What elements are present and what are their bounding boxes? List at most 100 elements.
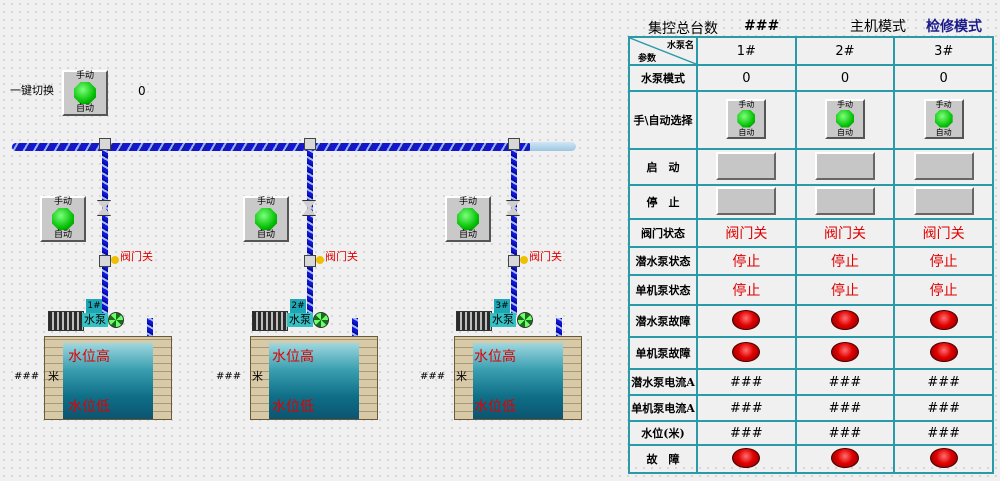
pump-label: 水泵 [287, 313, 313, 327]
main-header-pipe [12, 143, 532, 151]
water-fill [269, 343, 359, 419]
row-label: 单机泵状态 [628, 274, 698, 306]
cell-value: 阀门关 [893, 218, 994, 248]
host-mode-label: 主机模式 [850, 19, 906, 35]
fault-lamp-icon [830, 309, 859, 330]
switch-manual-label: 手动 [935, 99, 952, 109]
cell-value: 停止 [893, 246, 994, 276]
pump-3-manual-auto-button[interactable]: 手动 自动 [445, 196, 491, 242]
cell-button [794, 148, 896, 186]
start-pump-1-button[interactable] [716, 151, 777, 180]
riser-pipe [511, 150, 517, 315]
cell-indicator [893, 304, 994, 338]
cell-button [696, 184, 797, 220]
tee-fitting-icon [508, 138, 520, 150]
cell-value: ### [794, 420, 896, 446]
table-row-water-level: 水位(米) ### ### ### [628, 420, 994, 446]
column-header-pump-2: 2# [794, 36, 896, 66]
switch-auto-label: 自动 [935, 127, 952, 137]
pump-impeller-icon [313, 312, 329, 328]
cell-indicator [696, 336, 797, 370]
level-high-label: 水位高 [68, 349, 110, 365]
fault-lamp-icon [732, 309, 761, 330]
valve-status: 阀门关 [120, 250, 153, 263]
green-indicator-icon [74, 82, 96, 104]
fault-lamp-icon [929, 309, 958, 330]
pump-1-manual-auto-button[interactable]: 手动 自动 [40, 196, 86, 242]
discharge-pipe [147, 318, 153, 346]
table-row-pump-mode: 水泵模式 0 0 0 [628, 64, 994, 92]
check-valve-icon [302, 200, 316, 216]
one-key-switch-value: 0 [138, 84, 146, 98]
one-key-switch-label: 一键切换 [10, 84, 54, 97]
green-indicator-icon [934, 109, 953, 128]
cell-value: 停止 [794, 274, 896, 306]
cell-value: 0 [696, 64, 797, 92]
cell-value: ### [794, 368, 896, 396]
check-valve-icon [97, 200, 111, 216]
corner-diagonal [630, 38, 696, 64]
switch-auto-label: 自动 [53, 230, 72, 240]
cell-button [794, 184, 896, 220]
row-label: 水位(米) [628, 420, 698, 446]
valve-actuator-icon [520, 256, 528, 264]
green-indicator-icon [835, 109, 854, 128]
level-high-label: 水位高 [272, 349, 314, 365]
stop-pump-1-button[interactable] [716, 186, 777, 215]
host-mode-value: 检修模式 [926, 19, 982, 35]
motor-icon [48, 311, 84, 331]
table-row-manual-auto: 手\自动选择 手动自动 手动自动 手动自动 [628, 90, 994, 150]
row-label: 潜水泵电流A [628, 368, 698, 396]
pump-tag: 1# [86, 299, 102, 313]
riser-pipe [102, 150, 108, 315]
table-row-single-pump-fault: 单机泵故障 [628, 336, 994, 370]
row-label: 阀门状态 [628, 218, 698, 248]
green-indicator-icon [255, 208, 277, 230]
cell-value: 停止 [696, 246, 797, 276]
table-pump-2-manual-auto-button[interactable]: 手动自动 [824, 98, 865, 139]
table-row-valve-state: 阀门状态 阀门关 阀门关 阀门关 [628, 218, 994, 248]
cell-value: 阀门关 [696, 218, 797, 248]
stop-pump-2-button[interactable] [814, 186, 875, 215]
start-pump-3-button[interactable] [913, 151, 974, 180]
row-label: 水泵模式 [628, 64, 698, 92]
level-value: ### [420, 371, 446, 382]
fault-lamp-icon [732, 341, 761, 362]
cell-value: 阀门关 [794, 218, 896, 248]
table-pump-1-manual-auto-button[interactable]: 手动自动 [726, 98, 767, 139]
motor-icon [456, 311, 492, 331]
stop-pump-3-button[interactable] [913, 186, 974, 215]
cell-value: ### [696, 394, 797, 422]
pump-impeller-icon [517, 312, 533, 328]
cell-indicator [893, 336, 994, 370]
cell-value: ### [794, 394, 896, 422]
table-row-single-pump-current: 单机泵电流A ### ### ### [628, 394, 994, 422]
cell-indicator [794, 304, 896, 338]
green-indicator-icon [737, 109, 756, 128]
fault-lamp-icon [732, 447, 761, 468]
fault-lamp-icon [929, 447, 958, 468]
total-count-label: 集控总台数 [648, 21, 718, 37]
level-unit: 米 [456, 370, 467, 383]
switch-manual-label: 手动 [458, 197, 477, 207]
row-label: 启 动 [628, 148, 698, 186]
gate-valve-icon [99, 255, 111, 267]
cell-value: 停止 [696, 274, 797, 306]
check-valve-icon [506, 200, 520, 216]
row-label: 单机泵电流A [628, 394, 698, 422]
pump-label: 水泵 [82, 313, 108, 327]
water-fill [63, 343, 153, 419]
table-pump-3-manual-auto-button[interactable]: 手动自动 [923, 98, 964, 139]
level-high-label: 水位高 [474, 349, 516, 365]
one-key-switch-button[interactable]: 手动 自动 [62, 70, 108, 116]
cell-indicator [893, 444, 994, 474]
pump-impeller-icon [108, 312, 124, 328]
pump-2-manual-auto-button[interactable]: 手动 自动 [243, 196, 289, 242]
valve-actuator-icon [316, 256, 324, 264]
discharge-pipe [352, 318, 358, 346]
start-pump-2-button[interactable] [814, 151, 875, 180]
cell-button [696, 148, 797, 186]
cell-indicator [794, 444, 896, 474]
fault-lamp-icon [830, 447, 859, 468]
water-tank [250, 336, 378, 420]
